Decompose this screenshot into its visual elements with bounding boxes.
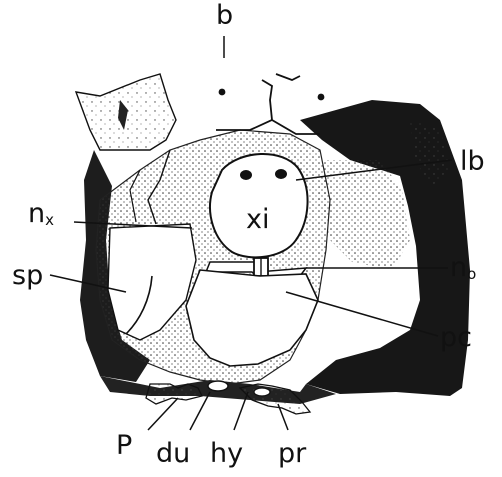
label-pc: pc — [440, 324, 472, 351]
label-pr: pr — [278, 440, 306, 467]
label-n-o: no — [450, 254, 476, 282]
eye-spot-right — [275, 169, 287, 179]
label-n-o-sub: o — [467, 265, 476, 283]
suture-upper — [216, 80, 272, 130]
label-hy: hy — [210, 440, 243, 467]
label-n-x-sub: x — [45, 211, 54, 229]
label-lb: lb — [460, 148, 485, 175]
label-du: du — [156, 440, 190, 467]
foramen-left — [219, 89, 226, 96]
label-n-x-base: n — [28, 198, 45, 229]
label-p: P — [116, 432, 132, 459]
eye-spot-left — [240, 170, 252, 180]
suture-top — [276, 74, 300, 80]
du-bone — [208, 381, 228, 391]
label-xi: xi — [246, 206, 269, 233]
posterior-region — [186, 270, 318, 366]
label-sp: sp — [12, 262, 43, 289]
label-n-x: nx — [28, 200, 54, 228]
bottom-bones-right — [240, 384, 310, 414]
bottom-bones-left — [146, 384, 202, 404]
foramen-right — [318, 94, 325, 101]
label-b: b — [216, 2, 233, 29]
label-n-o-base: n — [450, 252, 467, 283]
right-light-patch — [318, 160, 410, 270]
